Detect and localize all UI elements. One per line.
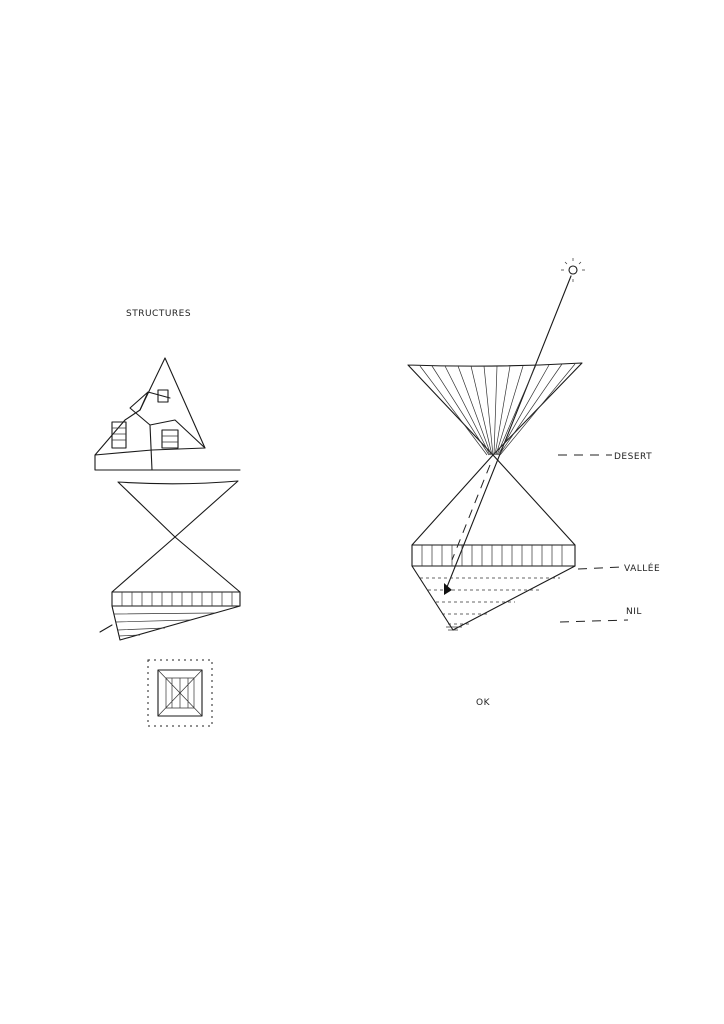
vallee-leader	[577, 566, 623, 570]
arrow-marker	[444, 583, 452, 595]
structures-title: STRUCTURES	[126, 309, 191, 319]
nil-label: NIL	[626, 607, 642, 617]
plan-square	[147, 659, 213, 727]
sun-ray	[444, 275, 572, 593]
vallee-label: VALLÉE	[624, 562, 660, 574]
right-sketch: DESERT VALLÉE NIL OK	[407, 258, 660, 708]
house-drawing	[94, 357, 241, 471]
left-hourglass	[99, 480, 241, 641]
ok-caption: OK	[476, 698, 491, 708]
nil-leader	[559, 619, 629, 623]
sun-icon	[561, 258, 585, 282]
left-sketch: STRUCTURES	[94, 309, 241, 727]
right-hourglass	[407, 362, 583, 631]
desert-label: DESERT	[614, 452, 652, 462]
